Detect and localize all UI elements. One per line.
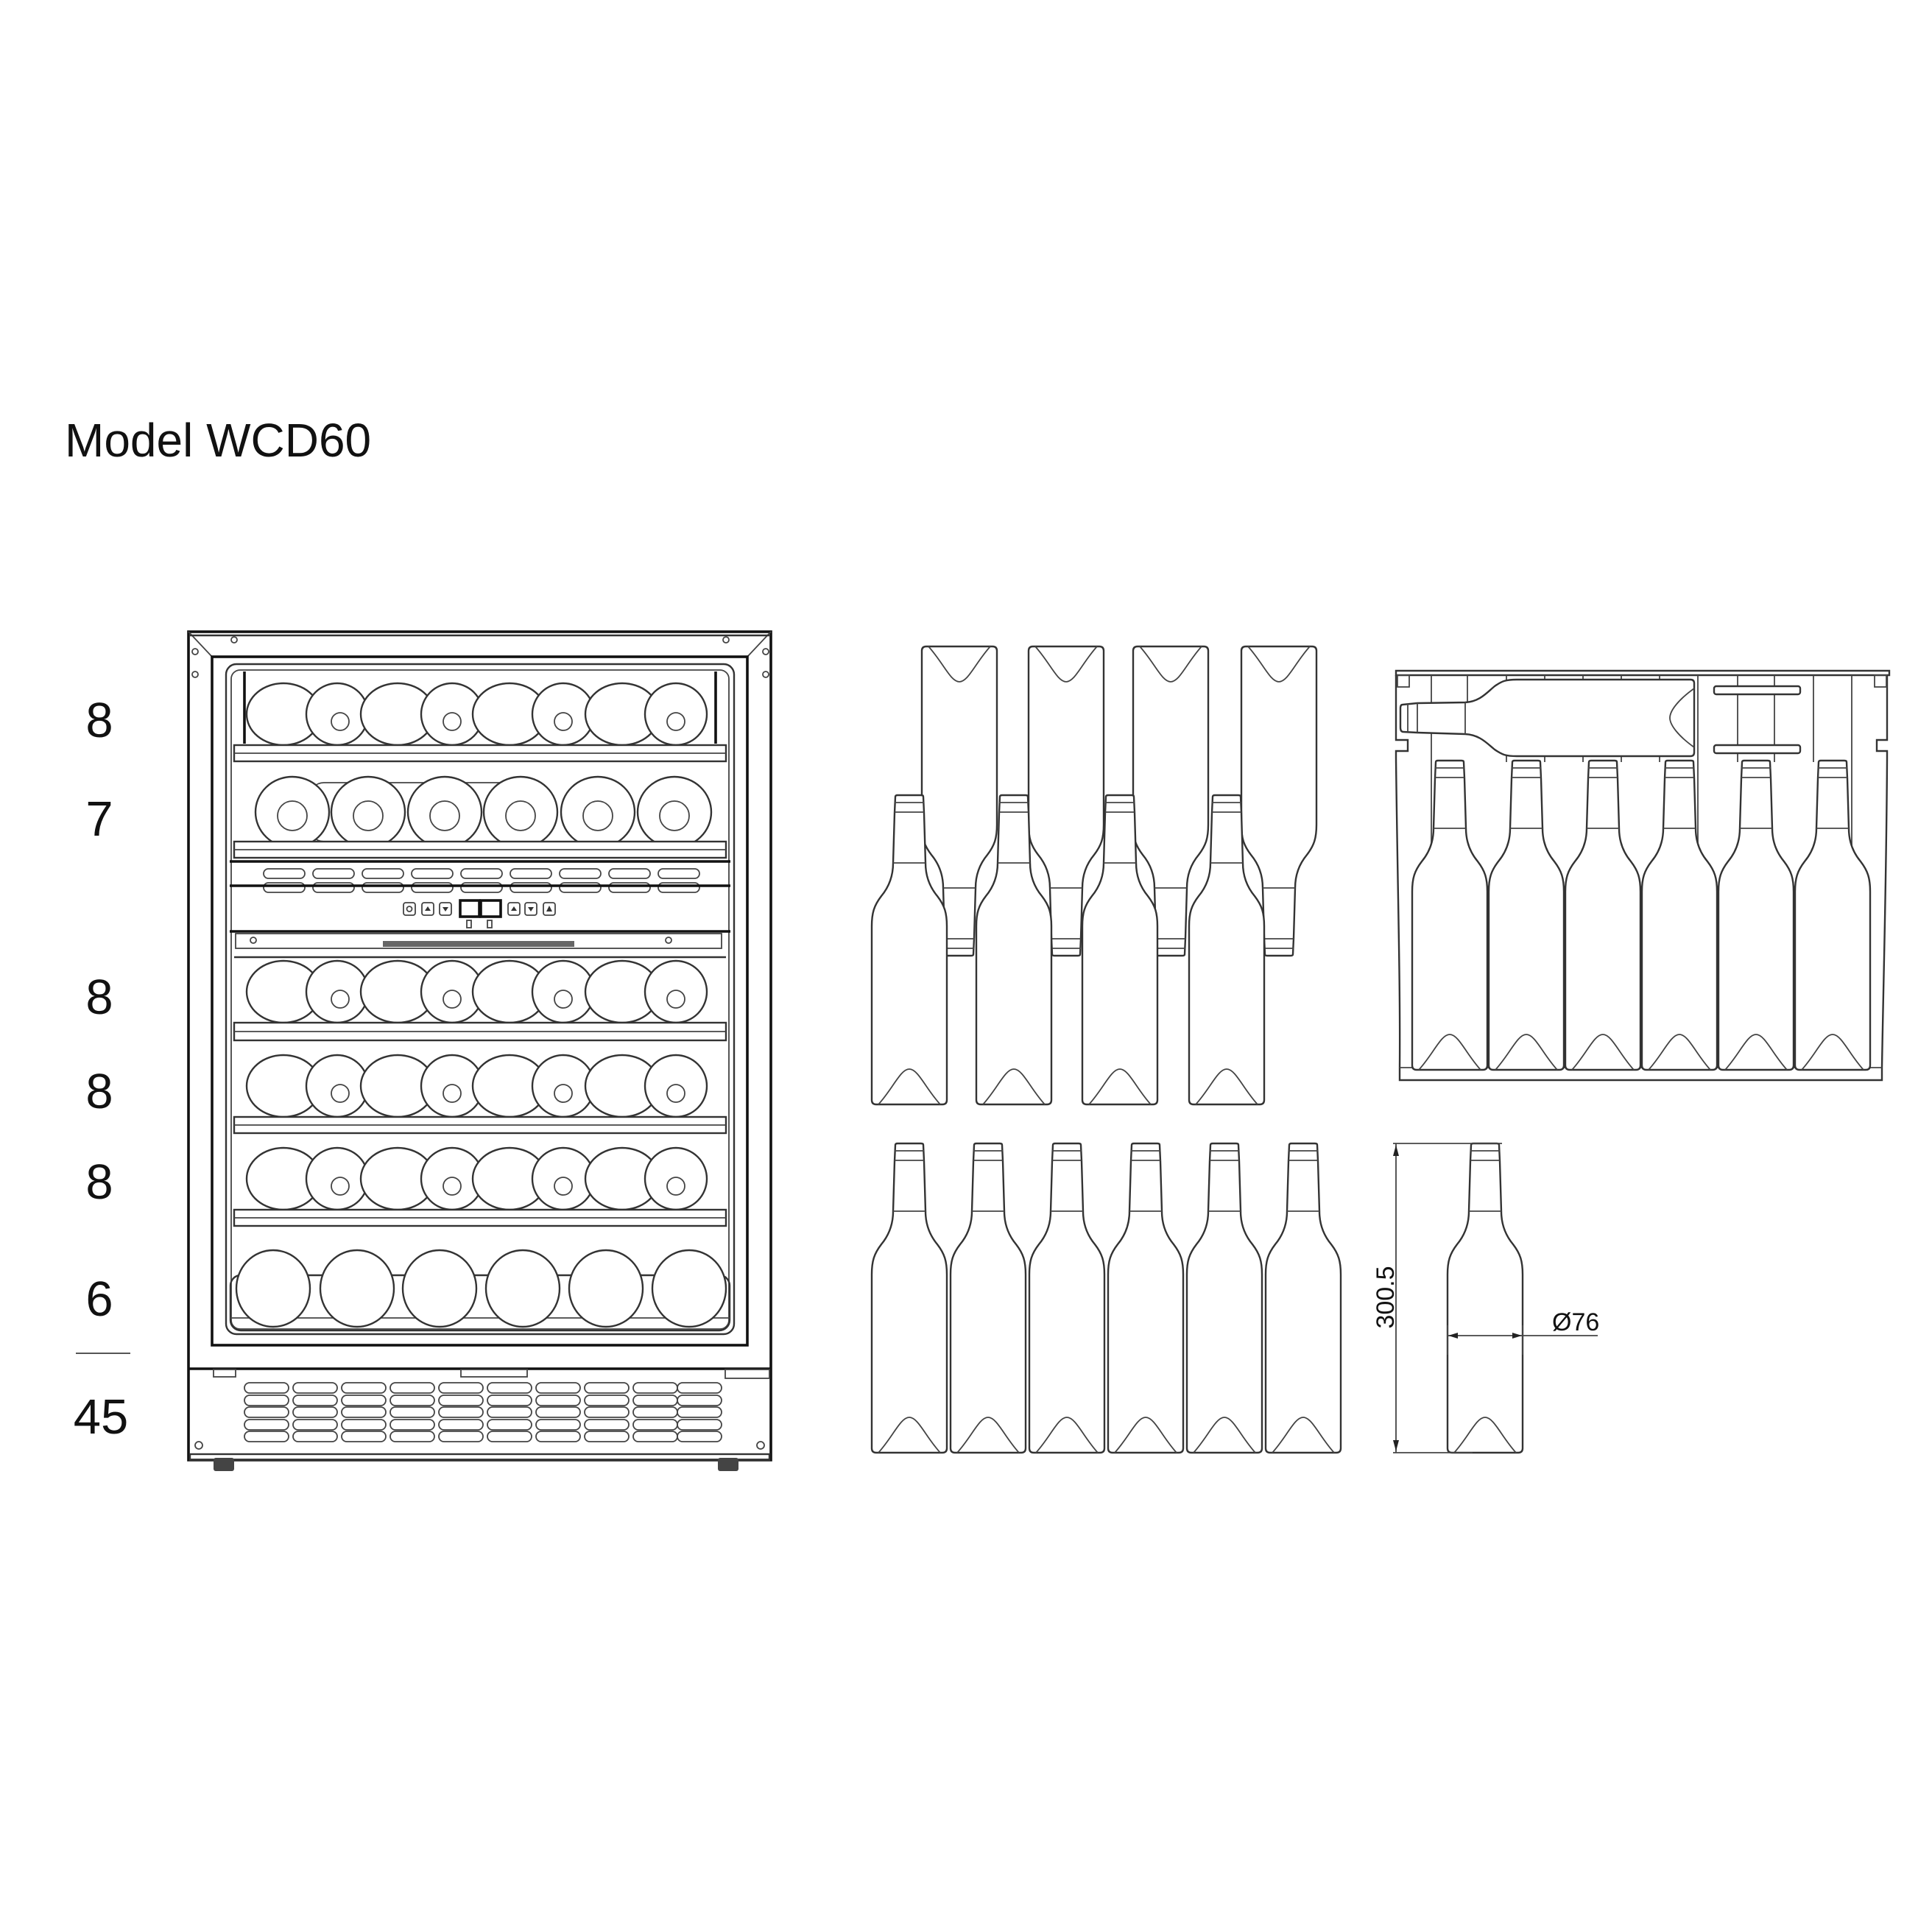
light-button-icon <box>543 902 556 916</box>
shelf-count-3: 8 <box>85 970 113 1025</box>
shelf-row-6 <box>229 1249 731 1332</box>
wine-cooler-front-view <box>187 630 772 1471</box>
diameter-dimension-label: Ø76 <box>1552 1308 1599 1336</box>
model-title: Model WCD60 <box>65 414 372 467</box>
total-count: 45 <box>73 1389 129 1445</box>
temp-up-button-icon <box>421 902 434 916</box>
shelf-count-5: 8 <box>85 1154 113 1210</box>
temp-down-button-2-icon <box>524 902 537 916</box>
shelf-count-1: 8 <box>85 693 113 748</box>
kick-plate-vent <box>188 1367 771 1471</box>
height-dimension-label: 300.5 <box>1372 1266 1400 1328</box>
leveling-foot-left <box>214 1458 234 1471</box>
shelf-row-5 <box>233 1146 727 1227</box>
shelf-count-6: 6 <box>85 1272 113 1327</box>
bottom-row-view <box>870 1142 1342 1454</box>
shelf-row-1 <box>233 682 727 763</box>
shelf-row-4 <box>233 1054 727 1135</box>
alternating-shelf-view <box>870 646 1316 1106</box>
reference-bottle-dimensioned: 300.5 Ø76 <box>1372 1142 1599 1454</box>
horizontal-bottle <box>1399 678 1696 758</box>
shelf-row-2 <box>233 775 727 859</box>
shelf-row-3 <box>233 956 727 1042</box>
control-panel <box>230 884 730 949</box>
shelf-count-2: 7 <box>85 792 113 847</box>
upper-zone-vent <box>230 860 730 893</box>
rack-side-view <box>1395 669 1891 1082</box>
total-divider-line <box>76 1353 130 1354</box>
leveling-foot-right <box>718 1458 738 1471</box>
power-button-icon <box>403 902 416 916</box>
temp-down-button-icon <box>439 902 452 916</box>
shelf-count-4: 8 <box>85 1064 113 1119</box>
upper-zone-display <box>459 899 481 918</box>
temp-up-button-2-icon <box>507 902 521 916</box>
lower-zone-display <box>479 899 502 918</box>
